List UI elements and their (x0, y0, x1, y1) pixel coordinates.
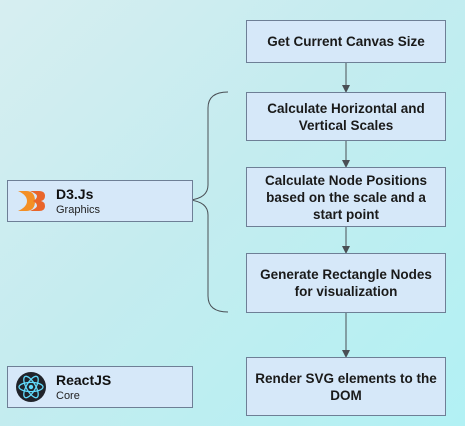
step-calculate-scales: Calculate Horizontal and Vertical Scales (246, 92, 446, 141)
step-label: Get Current Canvas Size (267, 34, 425, 49)
library-card-react: ReactJS Core (7, 366, 193, 408)
curly-brace (189, 91, 229, 313)
step-calculate-node-positions: Calculate Node Positions based on the sc… (246, 167, 446, 227)
react-logo-icon (16, 372, 46, 402)
step-label: Calculate Horizontal and Vertical Scales (267, 100, 425, 133)
step-get-canvas-size: Get Current Canvas Size (246, 20, 446, 63)
library-name: D3.Js (56, 185, 94, 202)
step-label: Generate Rectangle Nodes for visualizati… (260, 267, 432, 299)
step-label: Render SVG elements to the DOM (255, 370, 437, 403)
step-label: Calculate Node Positions based on the sc… (264, 172, 428, 222)
step-render-svg: Render SVG elements to the DOM (246, 357, 446, 416)
library-name: ReactJS (56, 371, 112, 388)
library-role: Graphics (56, 203, 101, 216)
d3-logo-icon (18, 191, 45, 211)
library-role: Core (56, 389, 80, 402)
library-card-d3: D3.Js Graphics (7, 180, 193, 222)
step-generate-rectangle-nodes: Generate Rectangle Nodes for visualizati… (246, 253, 446, 313)
